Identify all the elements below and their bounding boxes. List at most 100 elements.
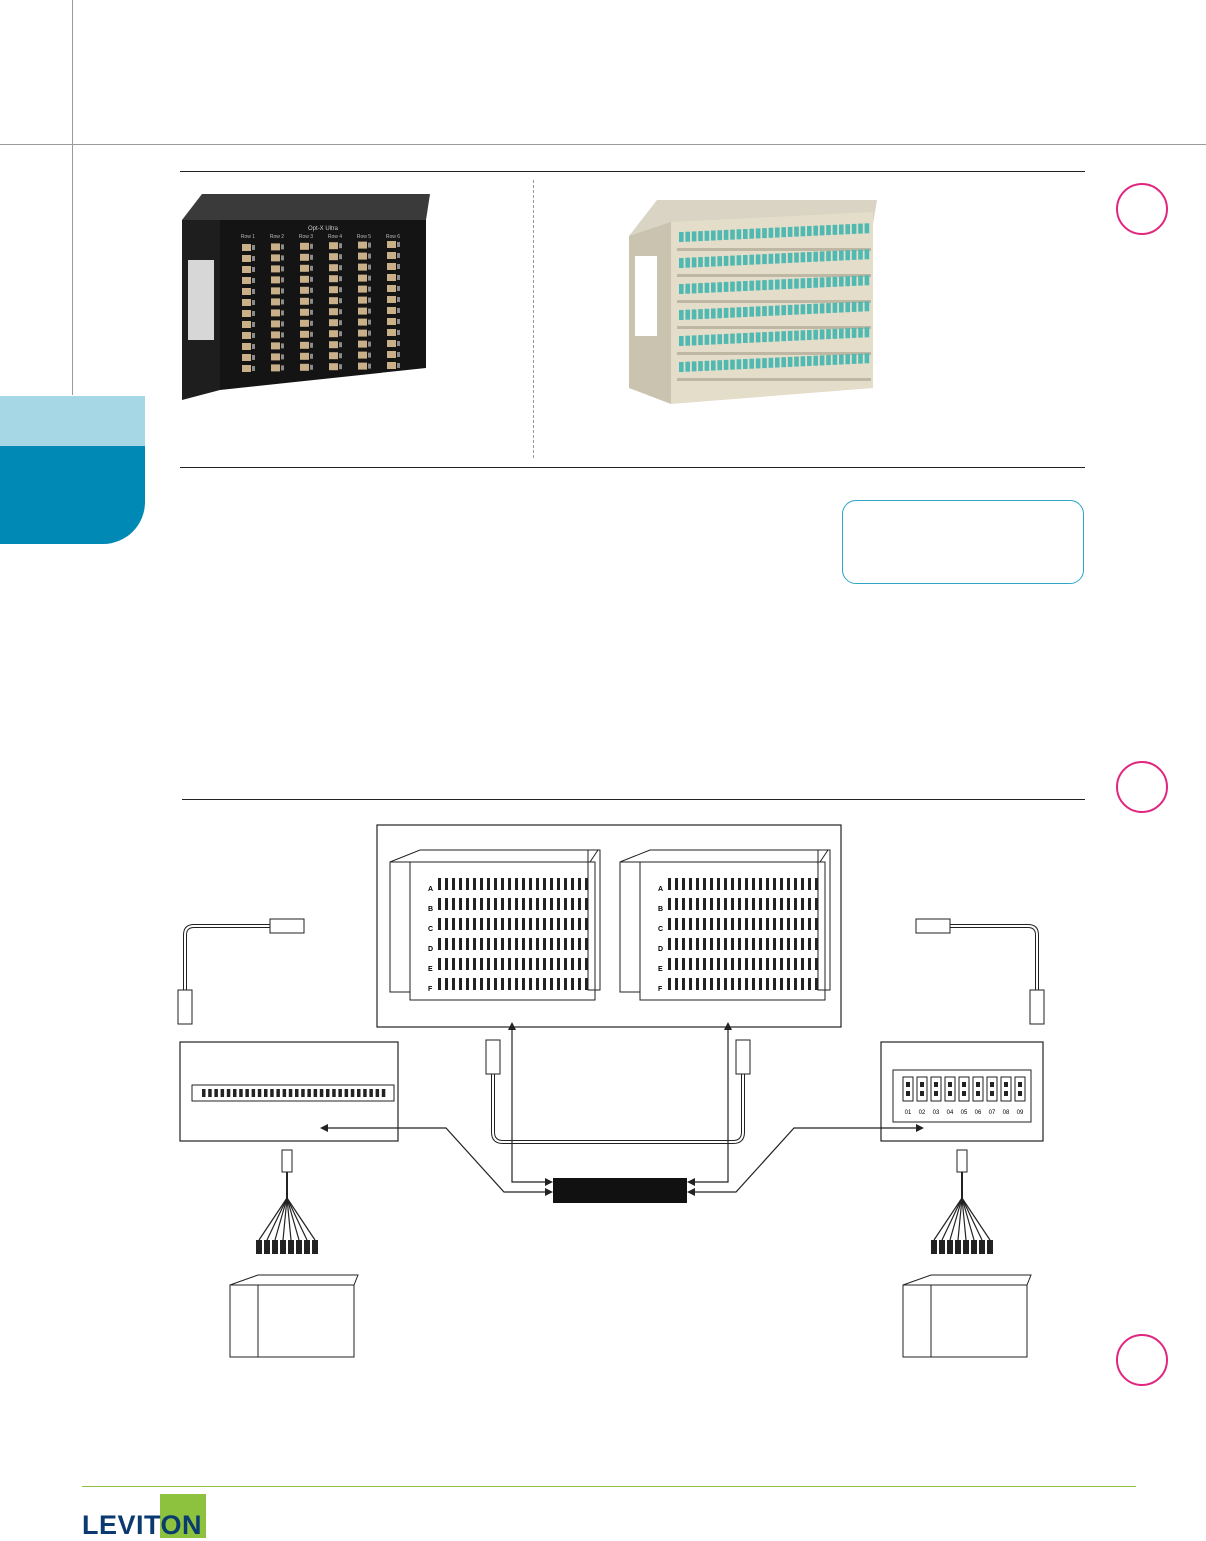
diagram-port bbox=[766, 978, 769, 990]
diagram-port bbox=[682, 918, 685, 930]
fanout-leg bbox=[258, 1197, 288, 1241]
teal-port bbox=[864, 353, 870, 364]
adapter-fiber bbox=[948, 1091, 952, 1096]
diagram-port bbox=[585, 958, 588, 970]
teal-port bbox=[711, 282, 716, 293]
patch-port bbox=[251, 1089, 256, 1097]
teal-port bbox=[691, 283, 697, 294]
fanout-connector bbox=[272, 1240, 278, 1254]
diagram-port bbox=[550, 978, 553, 990]
adapter bbox=[986, 1076, 998, 1102]
diagram-port bbox=[710, 958, 713, 970]
fanout-connector bbox=[288, 1240, 294, 1254]
diagram-port bbox=[668, 938, 671, 950]
teal-port bbox=[723, 281, 729, 292]
diagram-port bbox=[508, 958, 511, 970]
port bbox=[271, 309, 280, 317]
teal-port bbox=[704, 360, 710, 371]
port-latch bbox=[252, 355, 255, 360]
diagram-port bbox=[724, 898, 727, 910]
fanout-connector bbox=[979, 1240, 985, 1254]
diagram-port bbox=[564, 918, 567, 930]
diagram-port bbox=[696, 958, 699, 970]
diagram-port bbox=[773, 938, 776, 950]
diagram-port bbox=[773, 958, 776, 970]
port bbox=[329, 319, 338, 327]
adapter-fiber bbox=[948, 1082, 952, 1087]
teal-port bbox=[807, 356, 812, 366]
diagram-port bbox=[724, 918, 727, 930]
port-latch bbox=[281, 255, 284, 261]
diagram-port bbox=[466, 918, 469, 930]
teal-port bbox=[794, 356, 799, 367]
teal-port bbox=[723, 333, 729, 344]
teal-port bbox=[839, 354, 844, 365]
diagram-port bbox=[557, 878, 560, 890]
row-label: A bbox=[658, 886, 663, 893]
diagram-port bbox=[759, 898, 762, 910]
port-latch bbox=[252, 322, 255, 327]
diagram-port bbox=[724, 958, 727, 970]
teal-port bbox=[781, 279, 786, 290]
port bbox=[300, 286, 309, 294]
teal-port bbox=[743, 307, 748, 317]
adapter-fiber bbox=[976, 1091, 980, 1096]
diagram-port bbox=[522, 918, 525, 930]
diagram-port bbox=[508, 978, 511, 990]
teal-port bbox=[813, 329, 818, 340]
port-latch bbox=[397, 297, 400, 302]
diagram-port bbox=[724, 878, 727, 890]
diagram-port bbox=[717, 958, 720, 970]
diagram-port bbox=[480, 878, 483, 890]
diagram-port bbox=[494, 938, 497, 950]
fanout-connector bbox=[955, 1240, 961, 1254]
port-latch bbox=[368, 341, 371, 347]
diagram-port bbox=[717, 898, 720, 910]
teal-port bbox=[775, 279, 780, 290]
fanout-leg bbox=[961, 1197, 967, 1241]
teal-port bbox=[749, 332, 754, 343]
diagram-port bbox=[571, 938, 574, 950]
diagram-port bbox=[473, 958, 476, 970]
port-latch bbox=[310, 342, 313, 348]
teal-port bbox=[864, 223, 870, 234]
port-latch bbox=[339, 309, 342, 315]
diagram-port bbox=[501, 938, 504, 950]
diagram-port bbox=[515, 958, 518, 970]
teal-port bbox=[794, 252, 799, 263]
teal-port bbox=[851, 301, 857, 312]
port bbox=[300, 242, 309, 250]
diagram-port bbox=[508, 918, 511, 930]
diagram-port bbox=[550, 938, 553, 950]
port bbox=[300, 319, 309, 327]
diagram-port bbox=[815, 938, 818, 950]
port bbox=[242, 299, 251, 306]
diagram-port bbox=[724, 938, 727, 950]
port-latch bbox=[310, 309, 313, 315]
teal-port bbox=[685, 335, 690, 346]
diagram-port bbox=[564, 978, 567, 990]
adapter-fiber bbox=[990, 1082, 994, 1087]
diagram-port bbox=[438, 938, 441, 950]
diagram-port bbox=[529, 938, 532, 950]
diagram-port bbox=[703, 878, 706, 890]
teal-port bbox=[691, 257, 697, 268]
diagram-port bbox=[815, 878, 818, 890]
port-latch bbox=[339, 287, 342, 293]
port-latch bbox=[397, 264, 400, 269]
port bbox=[329, 253, 338, 261]
diagram-port bbox=[494, 978, 497, 990]
teal-port bbox=[858, 353, 863, 364]
port-number: 07 bbox=[989, 1110, 996, 1116]
fanout-connector bbox=[280, 1240, 286, 1254]
adapter-fiber bbox=[962, 1091, 966, 1096]
diagram-port bbox=[787, 918, 790, 930]
diagram-port bbox=[773, 918, 776, 930]
product-divider bbox=[533, 180, 534, 458]
teal-port bbox=[832, 224, 838, 235]
row-label: D bbox=[658, 946, 663, 953]
diagram-port bbox=[689, 938, 692, 950]
column-label: Row 4 bbox=[328, 234, 342, 240]
teal-port bbox=[819, 277, 825, 288]
port bbox=[242, 266, 251, 273]
